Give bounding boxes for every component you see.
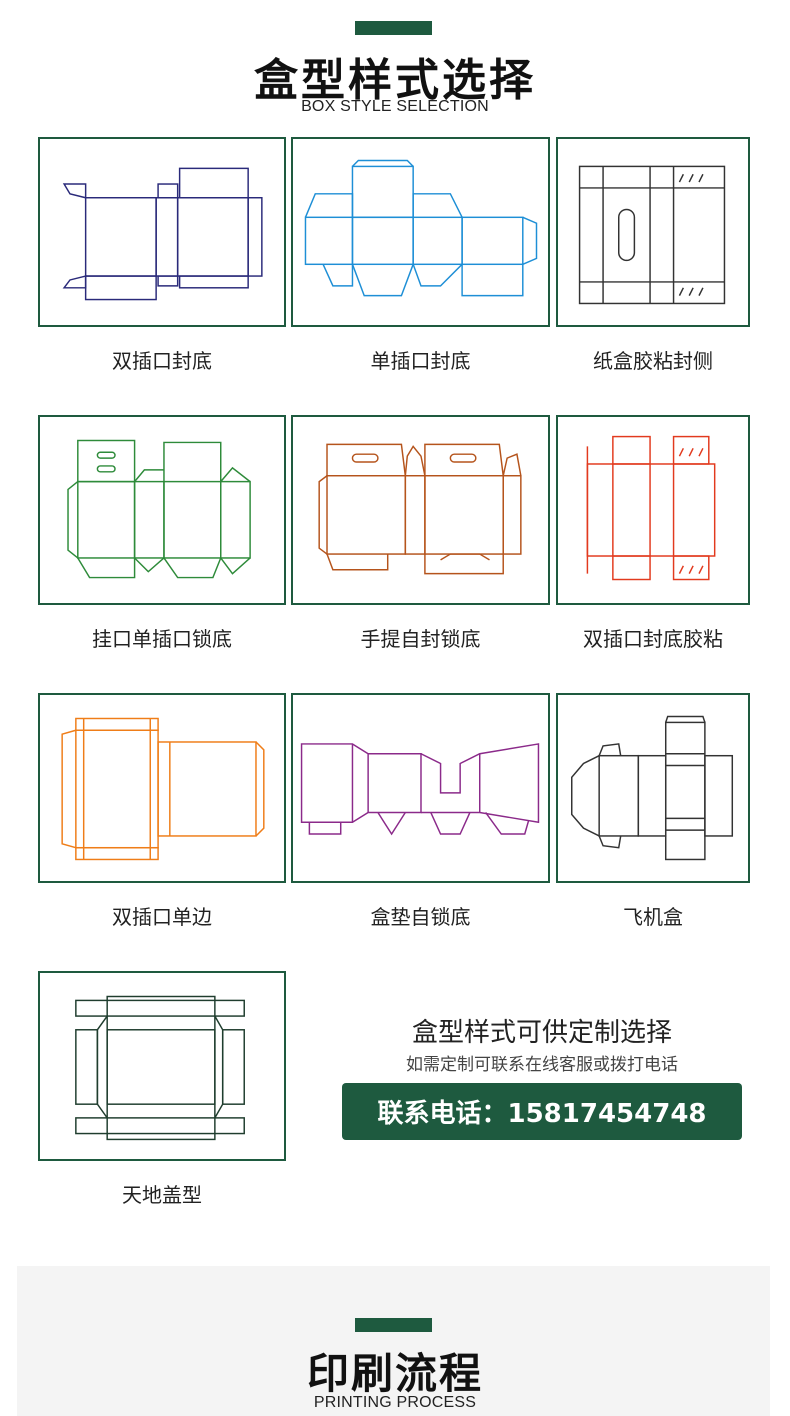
box-style-label-7: 盒垫自锁底 [370,905,471,929]
box-style-card-8[interactable] [556,693,750,883]
box-style-label-0: 双插口封底 [112,349,212,373]
handle-lock-bottom-dieline [318,443,522,575]
glued-side-dieline [578,165,726,305]
section-title-bar [355,21,432,35]
printing-process-section [17,1266,770,1416]
double-tuck-bottom-dieline [62,167,263,301]
contact-phone-button[interactable]: 联系电话：15817454748 [342,1083,742,1140]
double-tuck-single-side-dieline [61,717,265,861]
custom-title: 盒型样式可供定制选择 [411,1018,672,1048]
pad-self-lock-dieline [300,743,540,836]
box-style-label-8: 飞机盒 [623,905,683,929]
box-style-card-7[interactable] [291,693,550,883]
section2-subtitle: PRINTING PROCESS [313,1394,477,1411]
box-style-card-3[interactable] [38,415,286,605]
lid-base-box-dieline [75,995,245,1141]
section-subtitle: BOX STYLE SELECTION [301,98,489,115]
box-style-card-1[interactable] [291,137,550,327]
box-style-label-3: 挂口单插口锁底 [92,627,232,651]
section-title: 盒型样式选择 [254,55,536,106]
box-style-label-5: 双插口封底胶粘 [583,627,723,651]
box-style-card-6[interactable] [38,693,286,883]
box-style-card-9[interactable] [38,971,286,1161]
section2-title-bar [355,1318,432,1332]
section2-title: 印刷流程 [306,1349,483,1398]
box-style-label-9: 天地盖型 [122,1183,202,1207]
mailer-box-dieline [571,715,734,861]
box-style-label-6: 双插口单边 [112,905,212,929]
box-style-label-4: 手提自封锁底 [360,627,481,651]
box-style-card-2[interactable] [556,137,750,327]
custom-subtitle: 如需定制可联系在线客服或拨打电话 [406,1055,678,1075]
box-style-card-5[interactable] [556,415,750,605]
single-tuck-bottom-dieline [304,159,538,297]
box-style-card-4[interactable] [291,415,550,605]
hanger-lock-bottom-dieline [67,439,251,579]
box-style-label-1: 单插口封底 [370,349,471,373]
double-tuck-glued-dieline [586,435,716,581]
box-style-card-0[interactable] [38,137,286,327]
box-style-label-2: 纸盒胶粘封侧 [593,349,713,373]
